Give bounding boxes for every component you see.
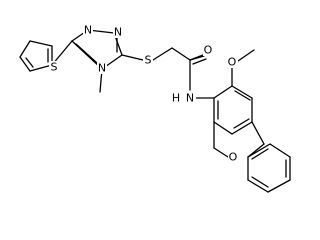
atom-amide-nitrogen: N [186,92,194,105]
benzene-ring-lower [247,143,291,193]
atom-furan-oxygen: O [229,151,238,164]
atom-triazole-n1: N [84,24,92,37]
thiophene-ring [19,40,53,72]
structure-diagram: S N N N S O N H O O [19,24,291,193]
atom-thiophene-s: S [51,61,58,74]
bond-o-methyl [237,49,255,62]
atom-triazole-n2: N [114,26,122,39]
chemical-structure-canvas: S N N N S O N H O O [19,24,291,193]
atom-carbonyl-oxygen: O [204,44,213,57]
atom-labels: S N N N S O N H O O [49,24,239,164]
bond-carbonyl-double-2 [192,58,207,65]
benzene-ring-upper [213,85,253,135]
atom-amide-hydrogen: H [172,92,180,105]
furan-ring [213,121,265,158]
bond-triazole-s [121,54,144,61]
bond-s-ch2 [152,47,173,61]
atom-methoxy-oxygen: O [228,56,237,69]
bond-carbonyl-double [189,55,205,61]
atom-triazole-n4: N [98,62,106,75]
bond-ch2-carbonyl [171,47,191,61]
atom-sulfur-link: S [145,54,152,67]
